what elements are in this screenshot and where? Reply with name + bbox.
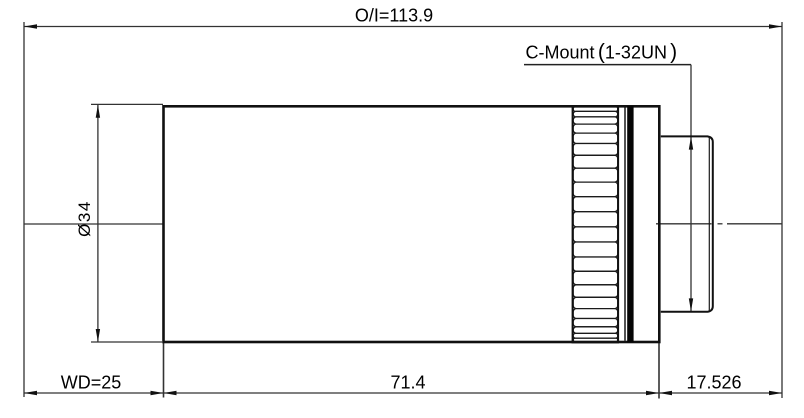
svg-text:C-Mount(1-32UN): C-Mount(1-32UN) <box>526 41 678 64</box>
svg-text:71.4: 71.4 <box>390 373 425 393</box>
svg-text:O/I=113.9: O/I=113.9 <box>355 6 433 26</box>
svg-text:17.526: 17.526 <box>686 373 741 393</box>
svg-text:Ø34: Ø34 <box>75 200 94 237</box>
svg-text:WD=25: WD=25 <box>61 373 122 393</box>
